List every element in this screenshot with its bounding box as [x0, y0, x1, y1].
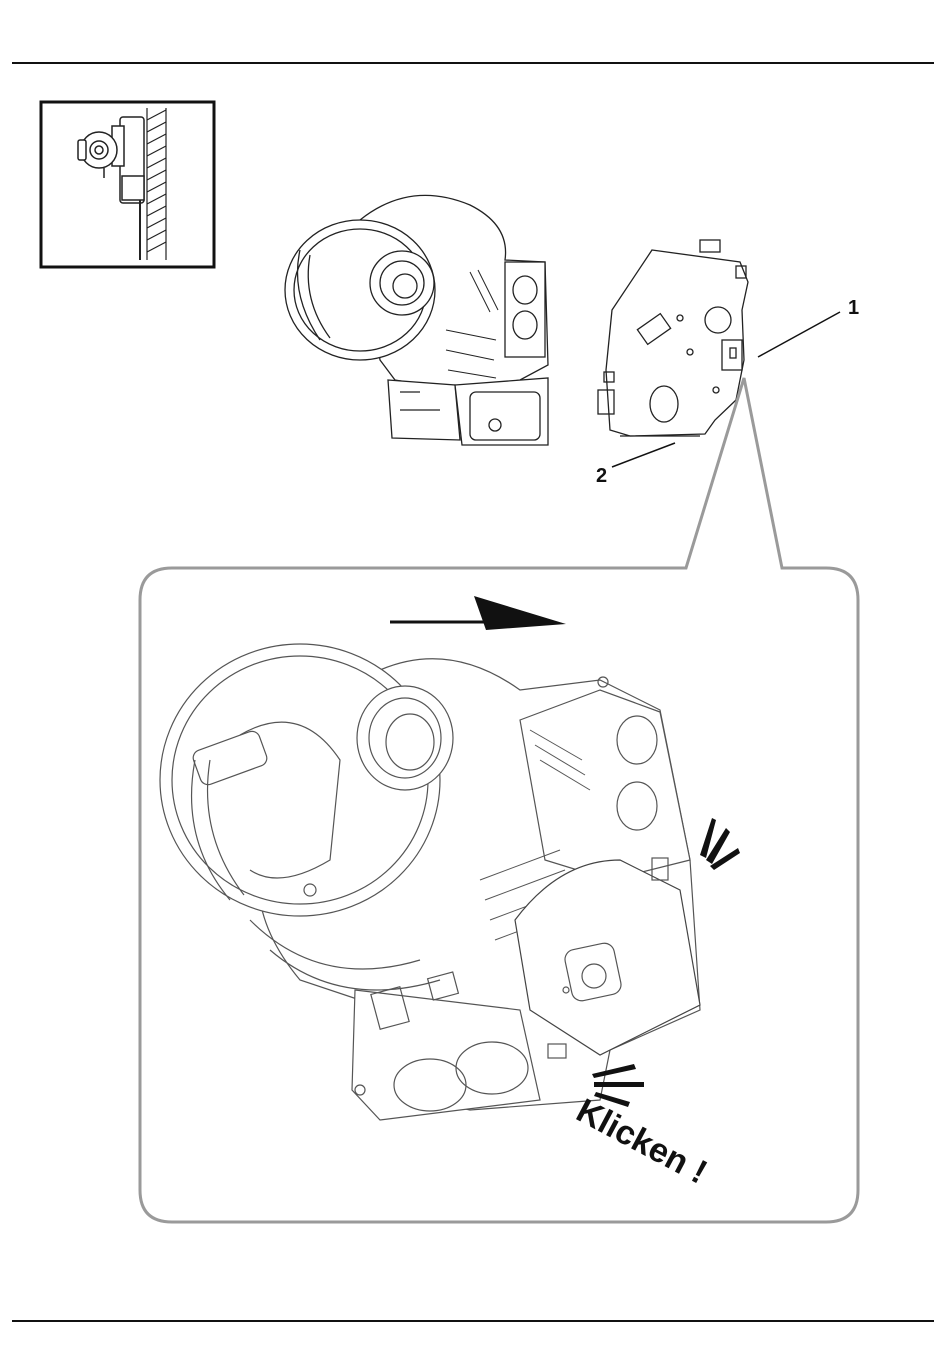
callout-1-label: 1: [848, 297, 859, 319]
callout-1-leader: [758, 312, 840, 357]
wall-mount-inset: [41, 102, 214, 267]
camera-top-view: [285, 195, 548, 445]
callout-2-label: 2: [596, 465, 607, 487]
callout-2-leader: [612, 443, 675, 467]
mounting-plate: [598, 240, 748, 436]
